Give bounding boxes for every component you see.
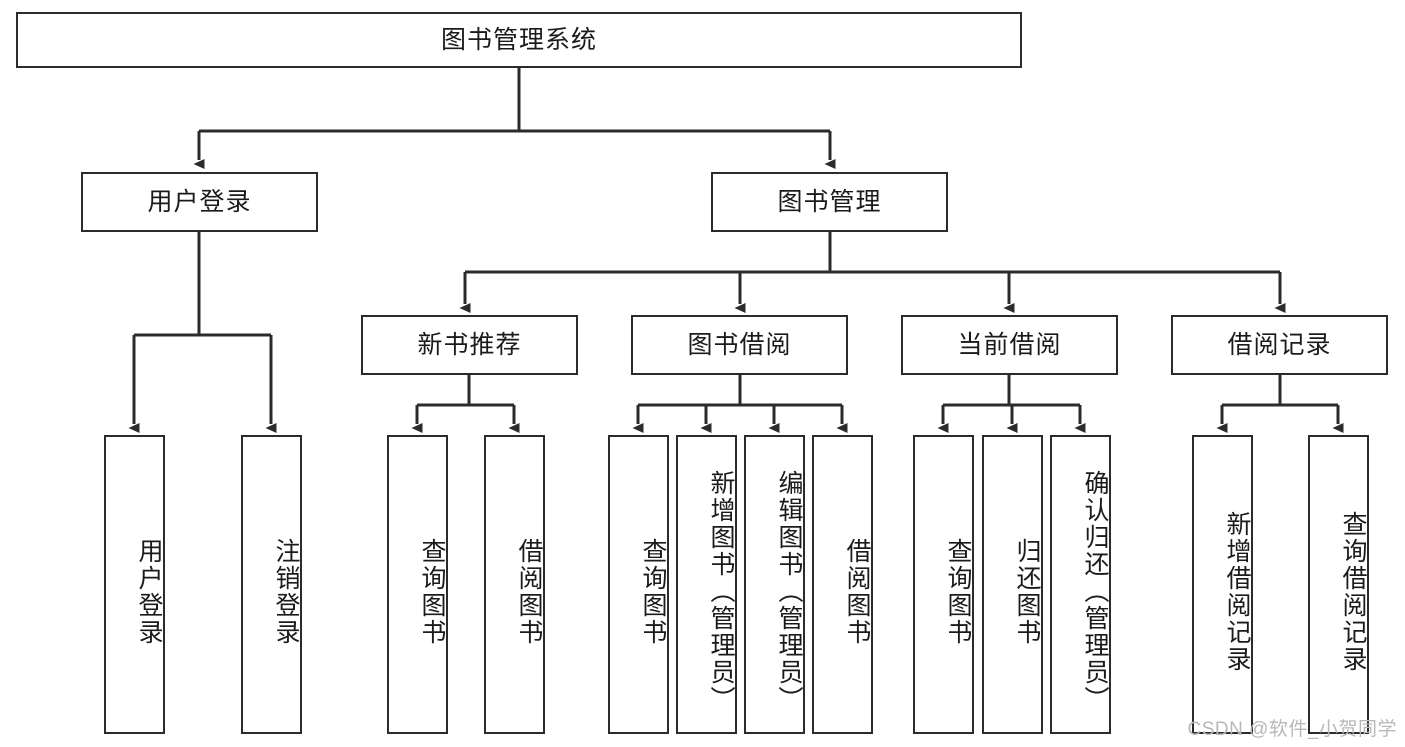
node-label: 归还图书 bbox=[1013, 537, 1041, 646]
node-label: 用户登录 bbox=[135, 537, 163, 646]
node-label: 用户登录 bbox=[147, 188, 252, 216]
node-label: 确认归还（管理员） bbox=[1081, 470, 1109, 713]
node-leaf-query-book-current[interactable]: 查询图书 bbox=[913, 435, 974, 734]
node-book-management[interactable]: 图书管理 bbox=[711, 172, 948, 232]
node-label: 查询图书 bbox=[944, 537, 972, 646]
node-label: 借阅记录 bbox=[1227, 331, 1332, 359]
node-leaf-return-book[interactable]: 归还图书 bbox=[982, 435, 1043, 734]
node-leaf-query-book-borrow[interactable]: 查询图书 bbox=[608, 435, 669, 734]
node-leaf-user-login[interactable]: 用户登录 bbox=[104, 435, 165, 734]
node-label: 注销登录 bbox=[272, 537, 300, 646]
node-label: 新书推荐 bbox=[417, 331, 522, 359]
node-label: 编辑图书（管理员） bbox=[775, 470, 803, 713]
node-root-book-management-system[interactable]: 图书管理系统 bbox=[16, 12, 1022, 68]
node-label: 图书管理 bbox=[777, 188, 882, 216]
node-label: 新增图书（管理员） bbox=[707, 470, 735, 713]
node-new-book-recommend[interactable]: 新书推荐 bbox=[361, 315, 578, 375]
node-leaf-query-borrow-record[interactable]: 查询借阅记录 bbox=[1308, 435, 1369, 734]
node-label: 查询借阅记录 bbox=[1339, 510, 1367, 673]
csdn-watermark: CSDN @软件_小贺同学 bbox=[1187, 719, 1397, 740]
node-book-borrow[interactable]: 图书借阅 bbox=[631, 315, 848, 375]
node-label: 借阅图书 bbox=[843, 537, 871, 646]
node-leaf-add-book[interactable]: 新增图书（管理员） bbox=[676, 435, 737, 734]
node-label: 借阅图书 bbox=[515, 537, 543, 646]
node-leaf-add-borrow-record[interactable]: 新增借阅记录 bbox=[1192, 435, 1253, 734]
node-user-login[interactable]: 用户登录 bbox=[81, 172, 318, 232]
node-leaf-user-logout[interactable]: 注销登录 bbox=[241, 435, 302, 734]
node-label: 查询图书 bbox=[418, 537, 446, 646]
node-label: 查询图书 bbox=[639, 537, 667, 646]
node-leaf-borrow-book[interactable]: 借阅图书 bbox=[812, 435, 873, 734]
node-label: 当前借阅 bbox=[957, 331, 1062, 359]
node-current-borrow[interactable]: 当前借阅 bbox=[901, 315, 1118, 375]
node-leaf-borrow-book-new[interactable]: 借阅图书 bbox=[484, 435, 545, 734]
node-leaf-query-book-new[interactable]: 查询图书 bbox=[387, 435, 448, 734]
node-label: 图书管理系统 bbox=[440, 26, 597, 54]
node-leaf-confirm-return[interactable]: 确认归还（管理员） bbox=[1050, 435, 1111, 734]
node-leaf-edit-book[interactable]: 编辑图书（管理员） bbox=[744, 435, 805, 734]
node-label: 新增借阅记录 bbox=[1223, 510, 1251, 673]
node-borrow-record[interactable]: 借阅记录 bbox=[1171, 315, 1388, 375]
node-label: 图书借阅 bbox=[687, 331, 792, 359]
